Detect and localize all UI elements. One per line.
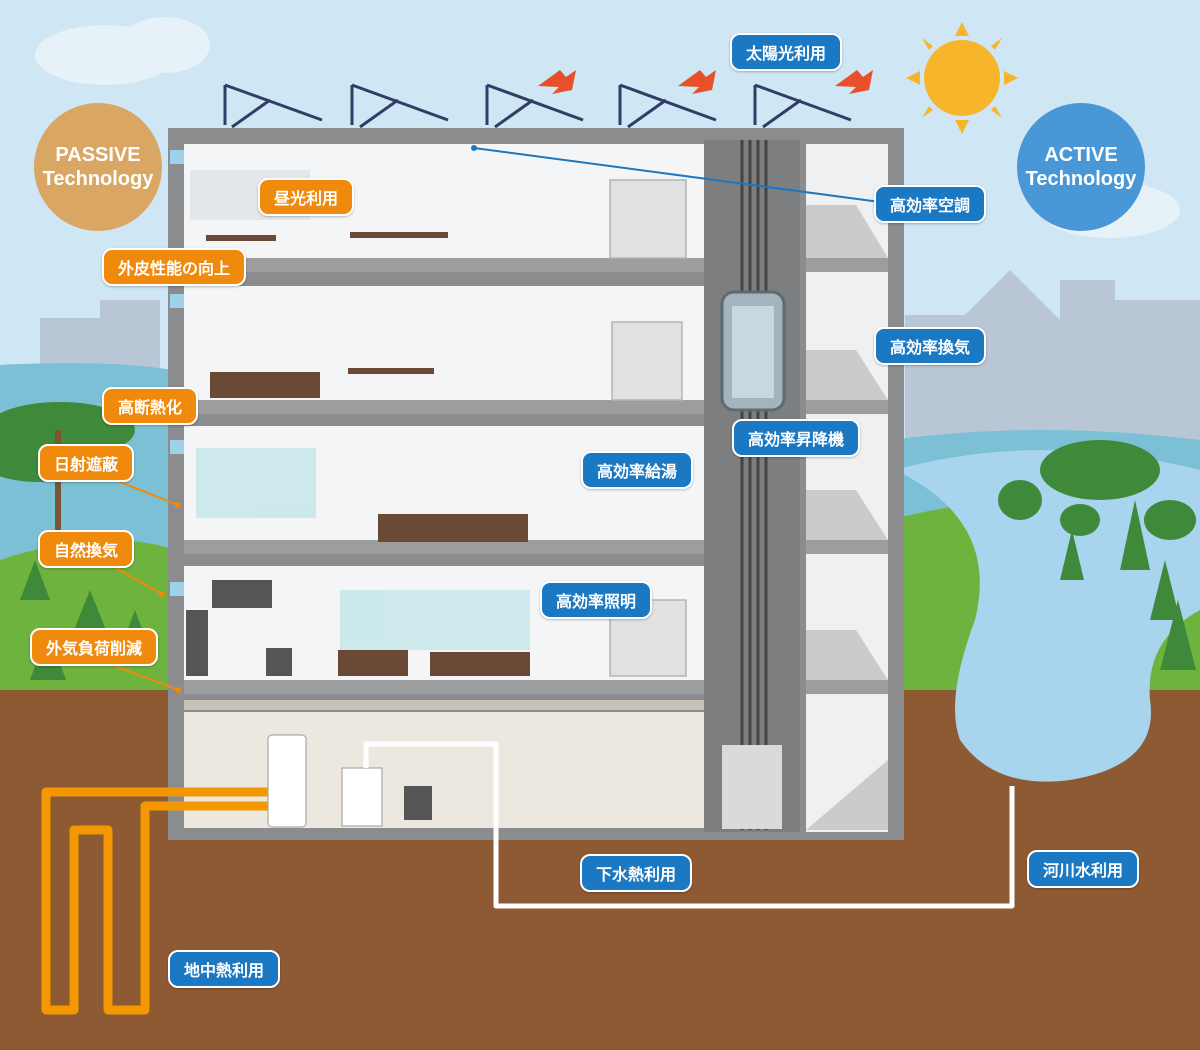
label-natural-ventilation: 自然換気 — [38, 530, 135, 568]
sunlight-arrows — [538, 70, 873, 94]
elevator-car — [720, 290, 786, 412]
label-ventilation: 高効率換気 — [874, 327, 987, 365]
sun — [906, 22, 1018, 134]
label-hot-water: 高効率給湯 — [581, 451, 694, 489]
active-line-1: ACTIVE — [1044, 144, 1118, 166]
label-insulation: 高断熱化 — [102, 387, 199, 425]
label-sewage-heat: 下水熱利用 — [580, 854, 693, 892]
solar-panels — [223, 83, 852, 129]
label-elevator: 高効率昇降機 — [732, 419, 861, 457]
label-load-reduction: 外気負荷削減 — [30, 628, 159, 666]
trees-right — [998, 440, 1196, 670]
heat-pump-unit — [341, 767, 383, 827]
geothermal-pipe — [41, 787, 268, 1015]
sewage-pipe — [363, 741, 1015, 909]
river-pond — [895, 450, 1200, 782]
elevator-shaft — [704, 140, 800, 832]
label-lighting: 高効率照明 — [540, 581, 653, 619]
basement-interior — [184, 712, 704, 828]
pump — [404, 786, 432, 820]
label-river-water: 河川水利用 — [1027, 850, 1140, 888]
passive-line-2: Technology — [42, 168, 154, 190]
label-air-conditioning: 高効率空調 — [874, 185, 987, 223]
hot-water-tank — [267, 734, 307, 828]
elevator-machine — [722, 745, 782, 829]
passive-technology-circle: PASSIVE Technology — [34, 103, 162, 231]
label-geothermal: 地中熱利用 — [168, 950, 281, 988]
label-solar: 太陽光利用 — [730, 33, 843, 71]
label-envelope: 外皮性能の向上 — [102, 248, 247, 286]
ceiling-beam — [184, 700, 704, 710]
building — [168, 128, 904, 840]
active-line-2: Technology — [1025, 168, 1137, 190]
leader-lines — [109, 145, 881, 693]
label-solar-shading: 日射遮蔽 — [38, 444, 135, 482]
active-technology-circle: ACTIVE Technology — [1017, 103, 1145, 231]
passive-line-1: PASSIVE — [55, 144, 141, 166]
label-daylight: 昼光利用 — [258, 178, 355, 216]
